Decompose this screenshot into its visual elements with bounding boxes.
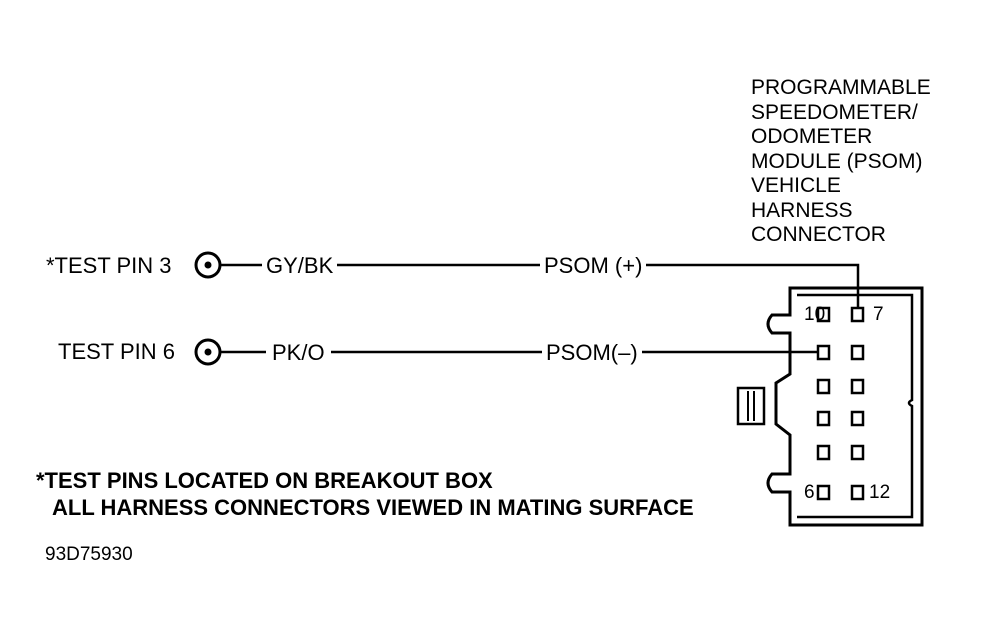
pin-number-7: 7 — [873, 304, 884, 325]
cavity-1 — [816, 344, 831, 361]
harness-connector — [736, 286, 924, 527]
psom-minus-label: PSOM(–) — [542, 342, 642, 364]
cavity-7 — [850, 306, 865, 323]
psom-plus-label: PSOM (+) — [540, 255, 647, 277]
connector-title: PROGRAMMABLE SPEEDOMETER/ ODOMETER MODUL… — [751, 76, 931, 246]
wire-color-gy-bk-label: GY/BK — [262, 255, 338, 277]
figure-id: 93D75930 — [45, 544, 133, 565]
test-pin-6-jack-icon — [194, 338, 222, 366]
pin-number-10: 10 — [804, 304, 826, 325]
cavity-12 — [850, 484, 865, 501]
note-test-pins: *TEST PINS LOCATED ON BREAKOUT BOX — [36, 468, 493, 493]
wire-color-pk-o-label: PK/O — [266, 342, 331, 364]
test-pin-3-jack-icon — [194, 251, 222, 279]
test-pin-6-label: TEST PIN 6 — [58, 339, 175, 364]
wire-gy-bk — [220, 263, 860, 308]
cavity-6 — [816, 484, 831, 501]
note-mating-surface: ALL HARNESS CONNECTORS VIEWED IN MATING … — [52, 495, 694, 520]
pin-number-6: 6 — [804, 482, 815, 503]
test-pin-3-label: *TEST PIN 3 — [46, 253, 172, 278]
pin-number-12: 12 — [869, 482, 891, 503]
cavity-10 — [816, 306, 831, 323]
